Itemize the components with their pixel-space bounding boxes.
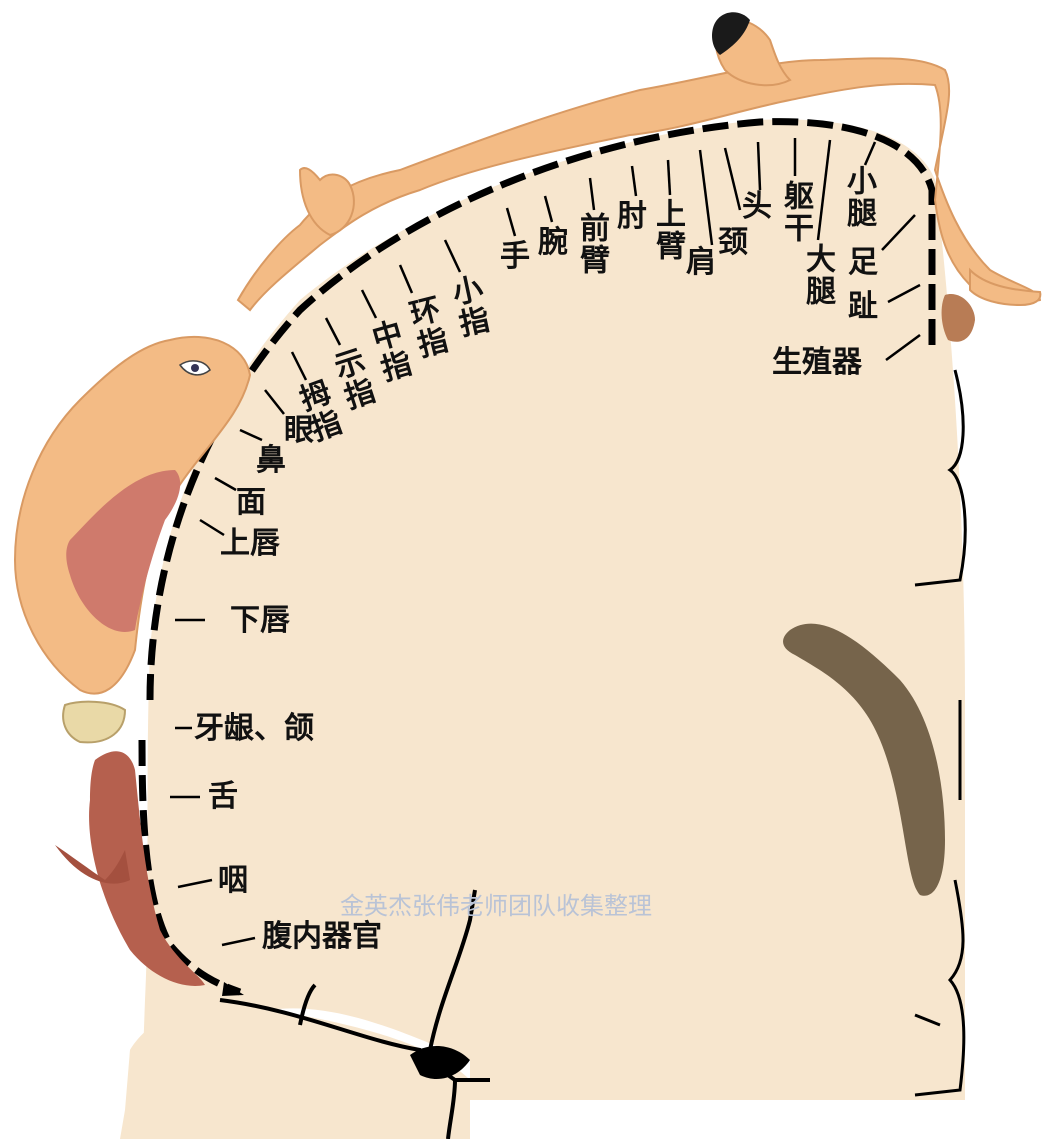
label-mian: 面 [236,488,266,518]
label-yayin-he: 牙龈、颌 [194,714,314,744]
label-datui: 大腿 [802,243,832,307]
label-shangbi: 上臂 [652,198,682,262]
label-qugan: 躯干 [780,180,810,244]
label-she: 舌 [208,782,238,812]
label-wan: 腕 [538,228,568,258]
label-jing: 颈 [718,228,748,258]
label-funeiqiguan: 腹内器官 [262,922,382,952]
eye-pupil [191,364,199,372]
label-tou: 头 [742,192,772,222]
watermark: 金英杰张伟老师团队收集整理 [340,886,652,921]
label-xiaotui: 小腿 [843,165,873,229]
label-shangchun: 上唇 [220,529,280,559]
label-qianbi: 前臂 [576,212,606,276]
genitalia-shape [942,294,975,342]
label-bi: 鼻 [256,446,286,476]
label-yan: 眼 [284,416,314,446]
label-shou: 手 [500,242,530,272]
label-zhi: 趾 [848,292,878,322]
label-jian: 肩 [686,248,716,278]
label-yan-throat: 咽 [218,866,248,896]
label-zu: 足 [848,248,878,278]
jaw-shape [63,702,125,743]
label-shengzhiqi: 生殖器 [772,348,862,378]
label-xiachun: 下唇 [230,606,290,636]
label-zhou: 肘 [617,202,647,232]
